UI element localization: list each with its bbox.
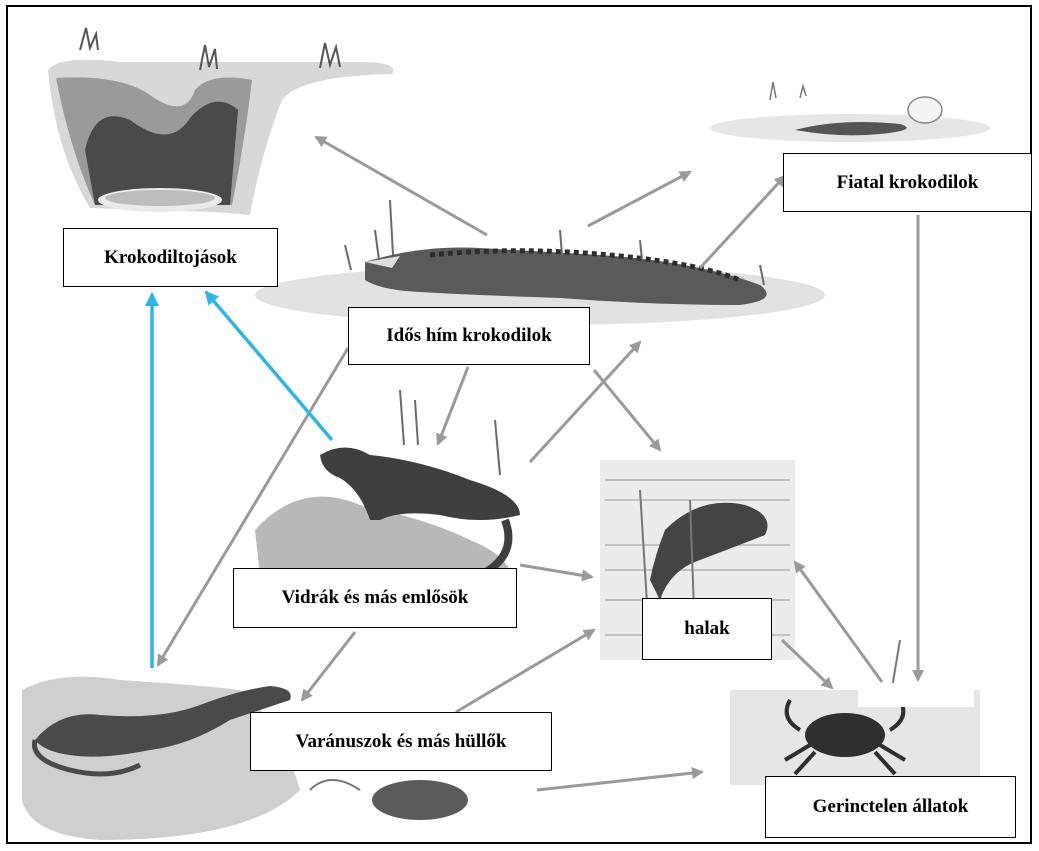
label-otters-mammals: Vidrák és más emlősök — [233, 568, 517, 628]
label-monitors-reptiles: Varánuszok és más hüllők — [250, 712, 552, 771]
arrow-lizard-to-fish — [456, 630, 594, 712]
label-crocodile-eggs: Krokodiltojások — [63, 228, 278, 287]
crab-illustration — [730, 640, 980, 785]
arrow-old-to-otter — [438, 367, 468, 444]
arrow-lizard-to-crab — [537, 772, 702, 790]
label-fish: halak — [642, 598, 772, 660]
arrow-fish-to-crab — [782, 640, 832, 688]
arrow-otter-to-eggs — [206, 292, 332, 440]
label-invertebrates: Gerinctelen állatok — [765, 776, 1016, 838]
hatchling-illustration — [710, 82, 990, 142]
otter-illustration — [255, 390, 520, 590]
burrow-eggs-illustration — [48, 28, 393, 215]
arrow-old-to-eggs — [316, 137, 487, 235]
arrow-otter-to-fish — [520, 565, 592, 577]
label-old-male-crocodiles: Idős hím krokodilok — [348, 307, 590, 365]
arrow-otter-to-lizard — [302, 632, 355, 700]
blank-patch — [858, 683, 974, 707]
arrow-old-to-young-1 — [588, 172, 690, 226]
arrow-old-to-young-2 — [700, 176, 785, 268]
label-young-crocodiles: Fiatal krokodilok — [783, 153, 1032, 212]
